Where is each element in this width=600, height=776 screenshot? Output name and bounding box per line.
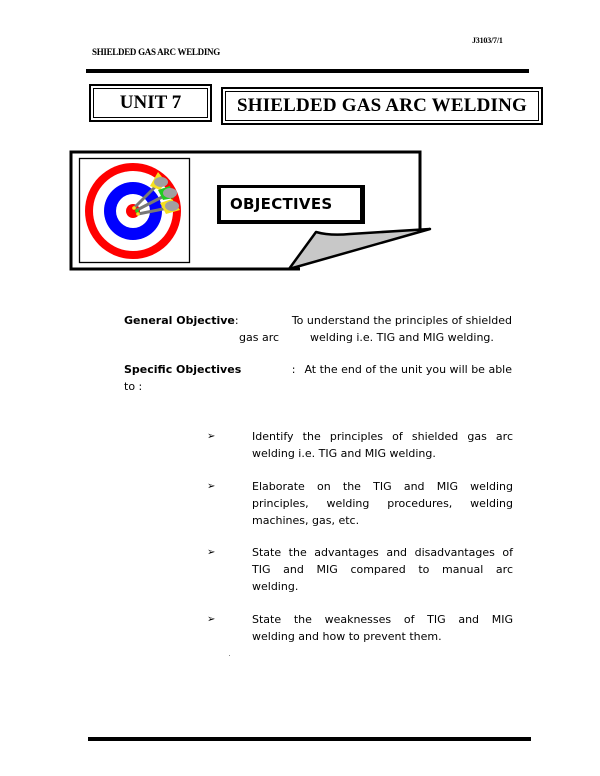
general-objective-text-line2b: welding i.e. TIG and MIG welding. [310,331,494,344]
unit-title-box: SHIELDED GAS ARC WELDING [221,87,543,125]
stray-mark [229,655,230,656]
running-header-title: SHIELDED GAS ARC WELDING [92,47,220,57]
page-code: J3103/7/1 [472,36,503,45]
arrow-bullet-icon: ➢ [207,481,216,492]
dartboard-target-icon [85,163,181,259]
unit-number-box: UNIT 7 [89,84,212,122]
header-divider [86,69,529,73]
specific-objectives: Specific Objectives : At the end of the … [124,363,512,393]
arrow-bullet-icon: ➢ [207,614,216,625]
general-objective-text-line1: To understand the principles of shielded [291,314,512,327]
specific-objectives-label: Specific Objectives [124,363,242,376]
general-objective: General Objective: To understand the pri… [124,314,512,344]
specific-objectives-intro-line1: At the end of the unit you will be able [304,363,512,376]
arrow-bullet-icon: ➢ [207,431,216,442]
objective-item: ➢ Identify the principles of shielded ga… [207,430,513,460]
page-curl-icon [287,227,432,271]
objective-item: ➢ State the advantages and disadvantages… [207,546,513,593]
footer-divider [88,737,531,741]
general-objective-label: General Objective [124,314,235,327]
unit-title-label: SHIELDED GAS ARC WELDING [225,91,539,121]
objective-item: ➢ State the weaknesses of TIG and MIG we… [207,613,513,643]
unit-number-label: UNIT 7 [93,88,208,118]
arrow-bullet-icon: ➢ [207,547,216,558]
general-objective-text-line2a: gas arc [239,331,280,344]
objectives-label: OBJECTIVES [217,185,365,224]
objectives-banner [69,150,432,271]
objective-item: ➢ Elaborate on the TIG and MIG welding p… [207,480,513,527]
specific-objectives-intro-line2: to : [124,380,143,393]
